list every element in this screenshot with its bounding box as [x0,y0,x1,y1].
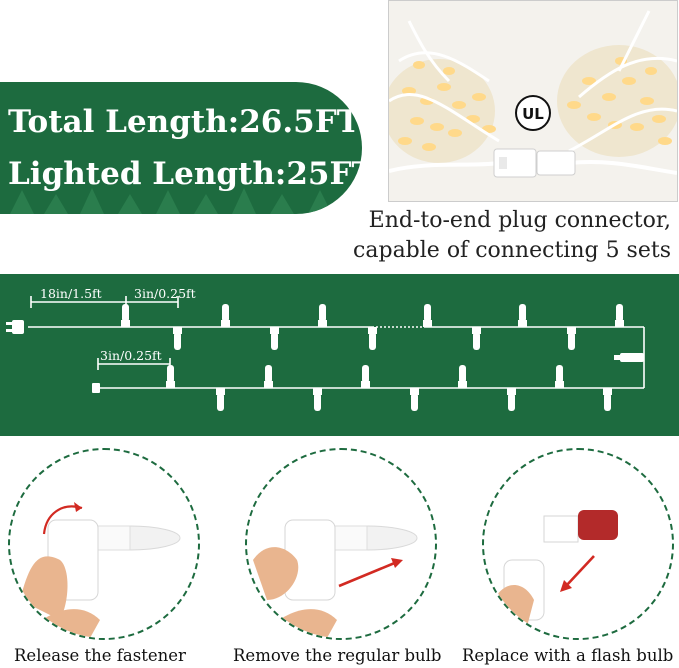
flash-bulb-icon [578,510,618,540]
left-bulb-cluster [389,20,500,163]
plug-icon [6,320,24,334]
release-fastener-illustration [20,502,181,638]
string-light-diagram: 18in/1.5ft 3in/0.25ft 3in/0.25ft [0,274,679,436]
step-label-remove: Remove the regular bulb [233,646,442,665]
right-bulb-cluster [557,10,677,157]
bottom-row-bulbs-down [216,388,612,411]
remove-bulb-illustration [253,519,418,638]
top-row-bulbs-down [173,327,576,350]
tree-pattern [10,188,332,214]
top-row-bulbs-up [121,304,624,327]
bulb-spacing-bottom-label: 3in/0.25ft [100,348,162,363]
step-release-circle [8,448,200,640]
ul-mark-icon: UL [515,95,551,131]
lead-length-label: 18in/1.5ft [40,286,102,301]
replace-bulb-illustration [494,510,618,638]
lighted-length-text: Lighted Length:25FT [8,156,375,192]
bulb-spacing-top-label: 3in/0.25ft [134,286,196,301]
step-remove-circle [245,448,437,640]
length-banner [0,82,362,214]
step-replace-circle [482,448,674,640]
svg-text:UL: UL [522,105,544,123]
caption-line-2: capable of connecting 5 sets [353,238,671,263]
arrow-right-icon [338,560,398,588]
connector-photo: UL [388,0,678,202]
total-length-text: Total Length:26.5FT [8,104,360,140]
arrow-down-left-icon [565,555,595,587]
plug-connector [493,148,576,178]
bottom-row-bulbs-up [166,365,564,388]
end-socket-icon [92,383,100,393]
end-connector-icon [614,353,644,362]
wiring-diagram-svg [6,296,645,411]
step-label-replace: Replace with a flash bulb [462,646,674,665]
caption-line-1: End-to-end plug connector, [368,208,671,233]
step-label-release: Release the fastener [14,646,186,665]
